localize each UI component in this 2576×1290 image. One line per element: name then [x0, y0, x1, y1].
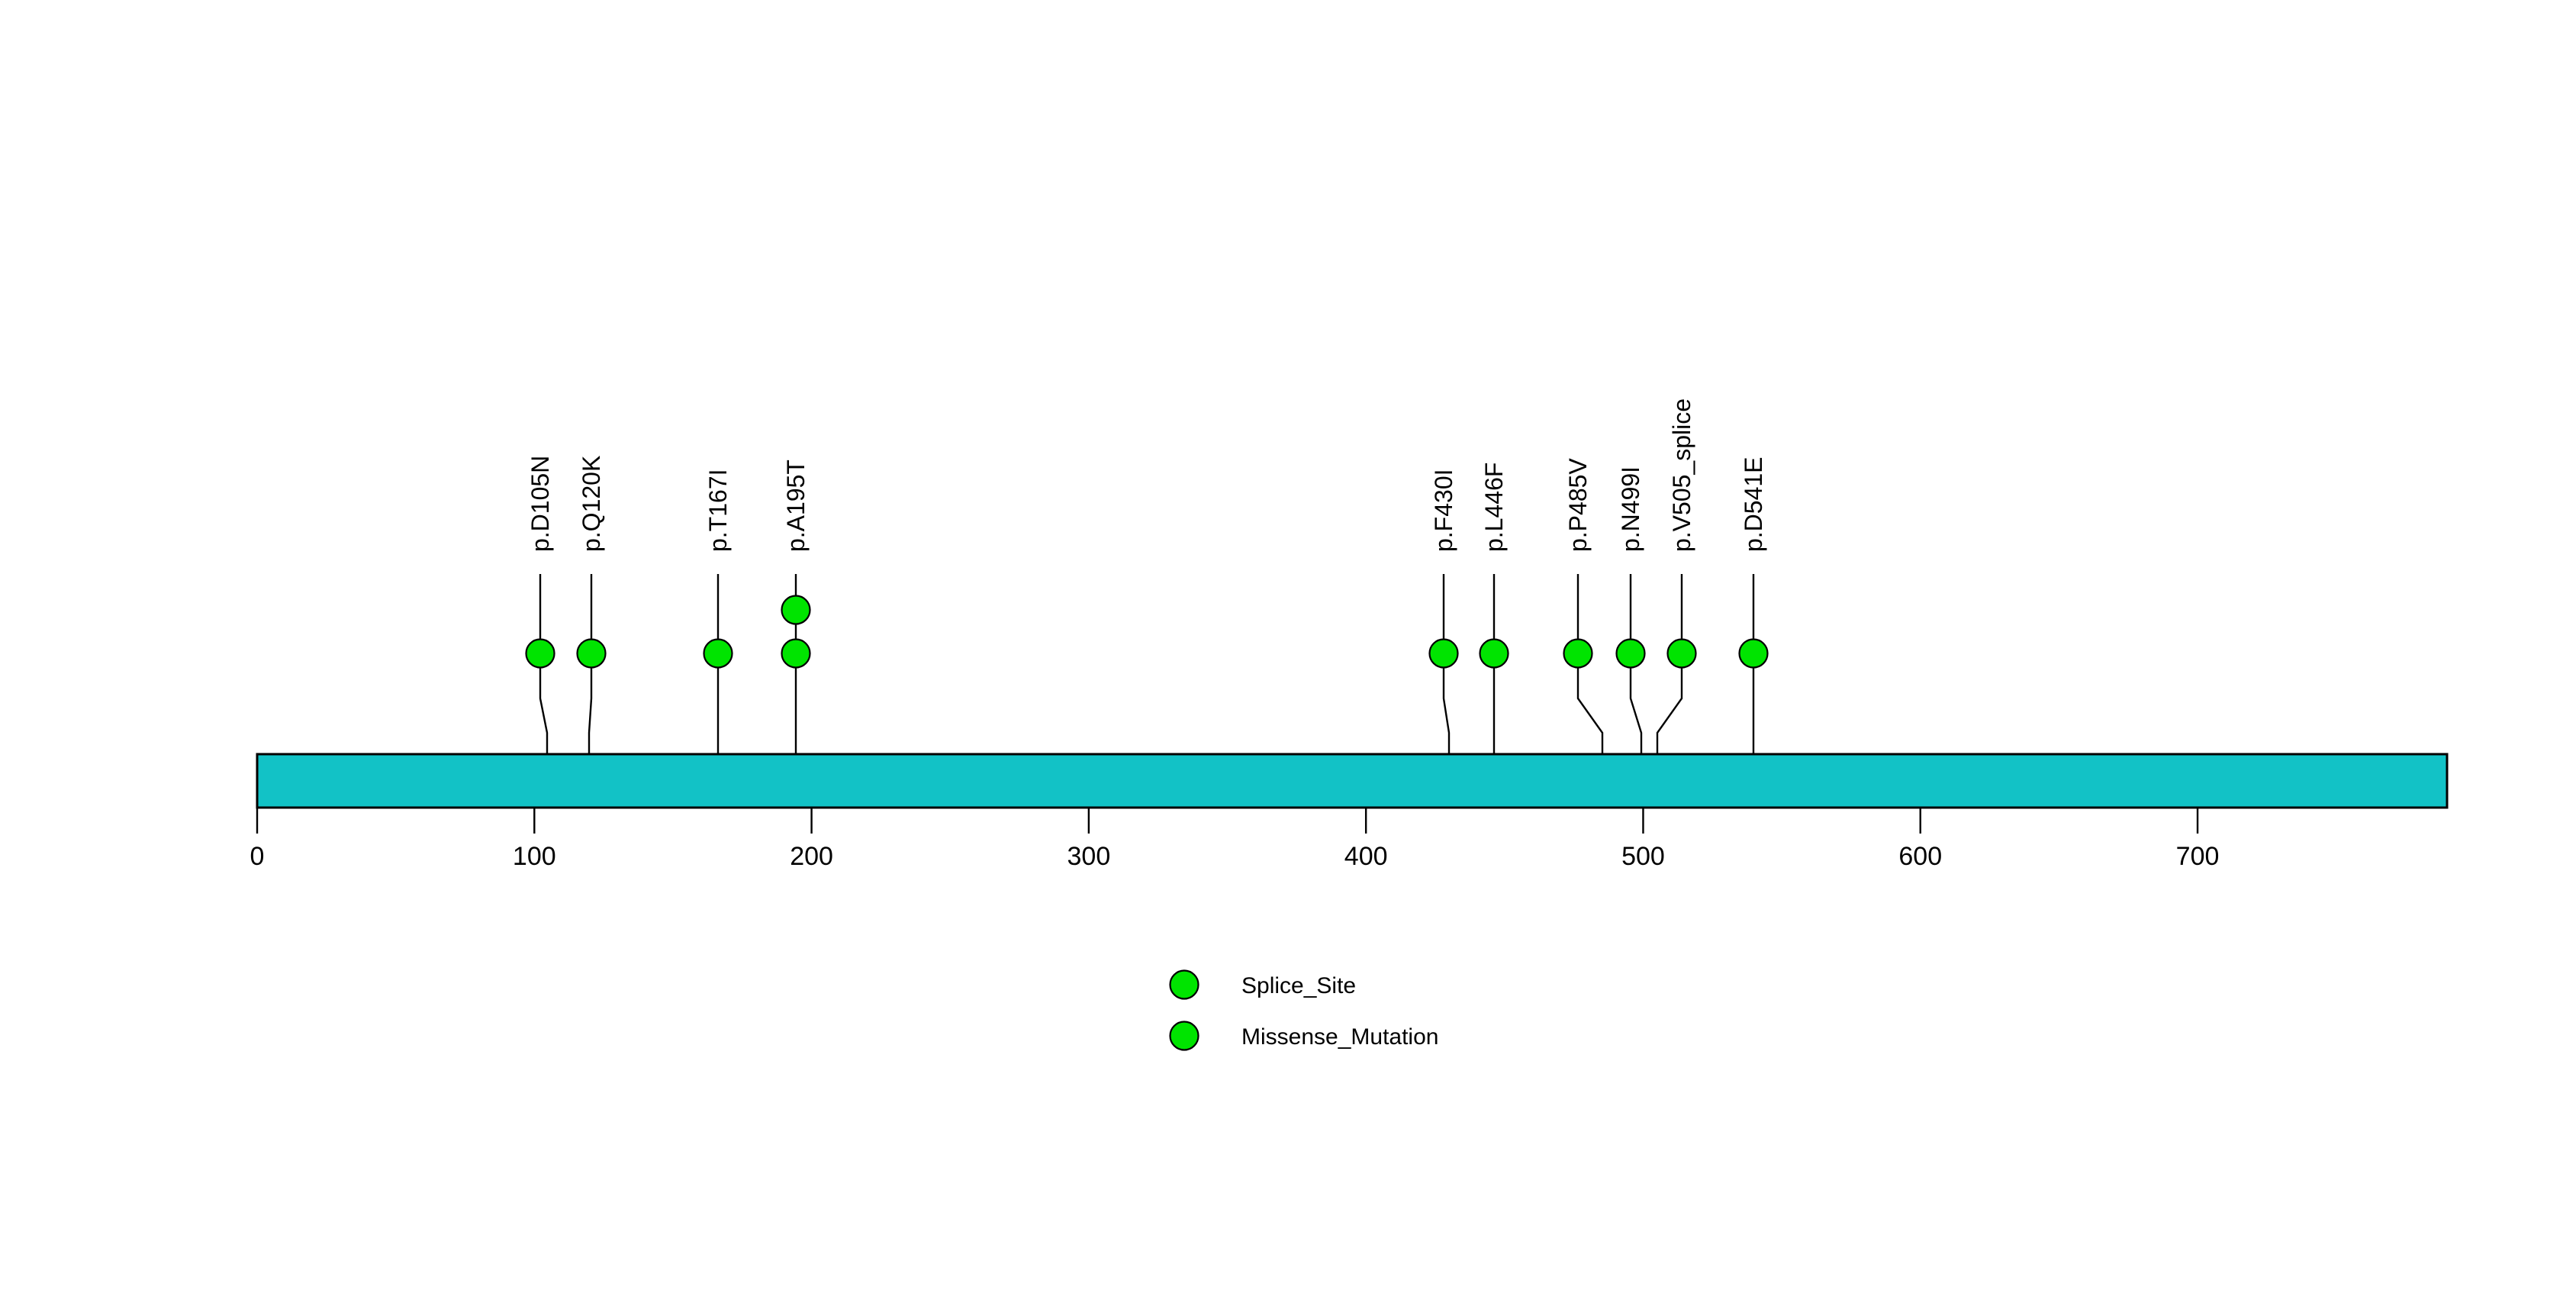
- mutation-label: p.D541E: [1740, 456, 1767, 552]
- mutation-dot[interactable]: [1666, 638, 1697, 669]
- mutation-label: p.Q120K: [578, 456, 605, 552]
- x-axis-layer: 0 100 200 300 400 500 600 700: [250, 808, 2220, 871]
- mutation-label: p.F430I: [1430, 469, 1457, 552]
- lollipop-heads-layer: [525, 595, 1769, 669]
- mutation-dot[interactable]: [781, 638, 811, 669]
- mutation-dot[interactable]: [703, 638, 733, 669]
- mutation-label: p.A195T: [782, 460, 810, 552]
- axis-tick-label: 400: [1344, 842, 1388, 871]
- mutation-label: p.V505_splice: [1668, 398, 1695, 552]
- mutation-dot[interactable]: [525, 638, 555, 669]
- protein-domain-bar: [256, 753, 2449, 809]
- axis-tick-label: 600: [1898, 842, 1942, 871]
- mutation-label: p.D105N: [526, 456, 554, 552]
- legend-label: Splice_Site: [1241, 973, 1356, 998]
- mutation-labels-layer: p.D105N p.Q120K p.T167I p.A195T p.F430I p.L44…: [526, 398, 1767, 552]
- mutation-label: p.N499I: [1617, 466, 1644, 552]
- legend-swatch-dot[interactable]: [1169, 1021, 1199, 1051]
- mutation-label: p.P485V: [1564, 458, 1592, 552]
- axis-tick-label: 200: [790, 842, 833, 871]
- mutation-dot[interactable]: [1479, 638, 1509, 669]
- mutation-dot[interactable]: [1615, 638, 1646, 669]
- axis-tick-label: 0: [250, 842, 265, 871]
- axis-tick-label: 300: [1067, 842, 1111, 871]
- mutation-label: p.T167I: [704, 469, 732, 552]
- axis-tick-label: 500: [1621, 842, 1665, 871]
- axis-tick-label: 700: [2176, 842, 2220, 871]
- mutation-dot[interactable]: [1563, 638, 1593, 669]
- mutation-label: p.L446F: [1480, 463, 1508, 552]
- protein-bar-layer: [256, 753, 2449, 809]
- legend-swatch-dot[interactable]: [1169, 969, 1199, 1000]
- mutation-dot[interactable]: [1428, 638, 1459, 669]
- axis-tick-label: 100: [513, 842, 556, 871]
- mutation-dot[interactable]: [576, 638, 607, 669]
- mutation-dot[interactable]: [1738, 638, 1769, 669]
- mutation-dot[interactable]: [781, 595, 811, 625]
- legend-label: Missense_Mutation: [1241, 1024, 1438, 1050]
